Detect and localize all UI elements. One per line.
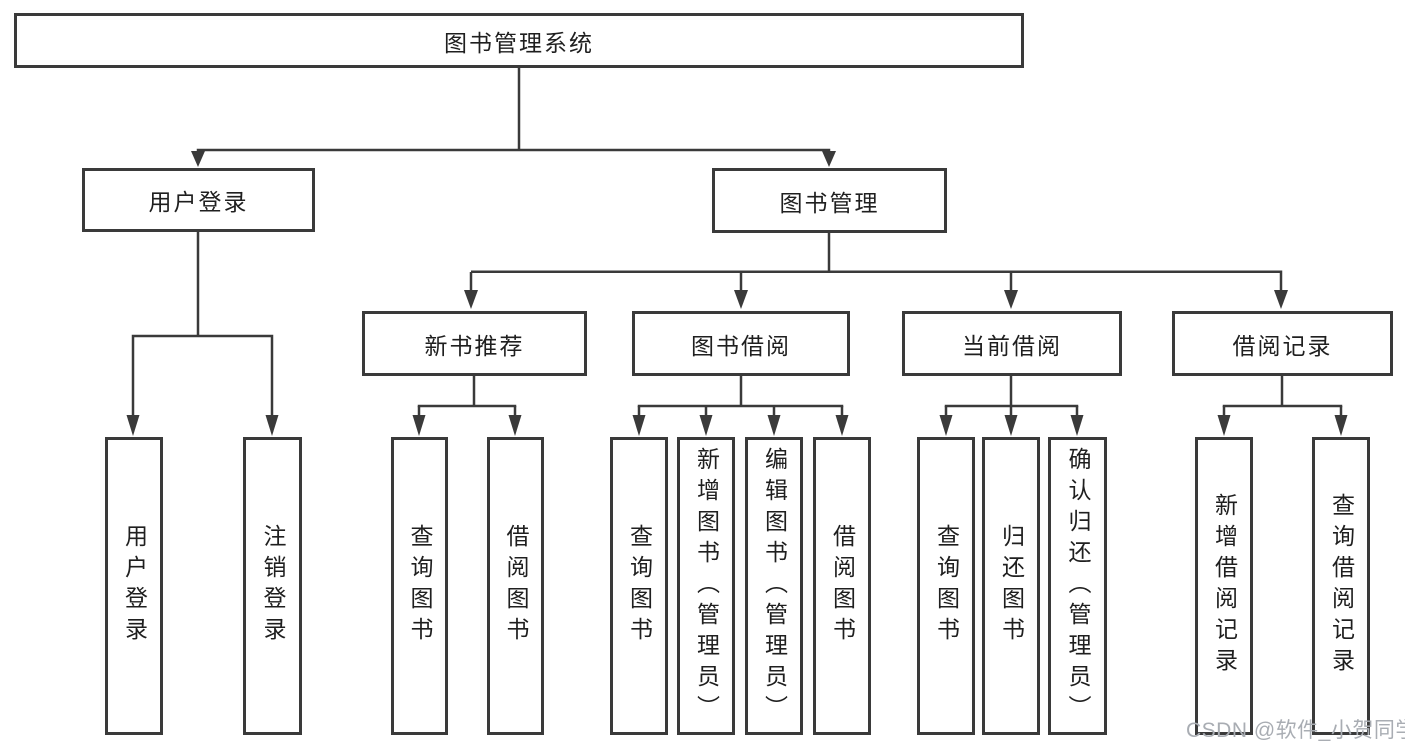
node-library-system: 图书管理系统 [14,13,1024,68]
leaf-add-borrow-record: 新增借阅记录 [1195,437,1253,735]
node-current-borrowing: 当前借阅 [902,311,1122,376]
leaf-confirm-return-admin: 确认归还（管理员） [1048,437,1107,735]
csdn-watermark: CSDN @软件_小贺同学 [1186,719,1405,742]
leaf-edit-books-admin: 编辑图书（管理员） [745,437,803,735]
leaf-query-books-recommend: 查询图书 [391,437,448,735]
node-new-book-recommendation: 新书推荐 [362,311,587,376]
node-book-borrowing: 图书借阅 [632,311,850,376]
connector-leaf-stems [417,406,1343,420]
node-user-login: 用户登录 [82,168,315,232]
leaf-add-books-admin: 新增图书（管理员） [677,437,735,735]
leaf-return-books: 归还图书 [982,437,1040,735]
leaf-borrow-books-recommend: 借阅图书 [487,437,544,735]
connector-root-to-level1 [196,68,831,153]
connector-book-mgmt-branch [469,233,1283,292]
node-borrowing-records: 借阅记录 [1172,311,1393,376]
leaf-query-books-borrowing: 查询图书 [610,437,668,735]
node-book-management: 图书管理 [712,168,947,233]
leaf-query-borrow-record: 查询借阅记录 [1312,437,1370,735]
connector-user-login-branch [131,232,274,420]
leaf-logout: 注销登录 [243,437,302,735]
connector-group-stems [472,376,1284,406]
leaf-query-books-current: 查询图书 [917,437,975,735]
leaf-borrow-books-borrowing: 借阅图书 [813,437,871,735]
leaf-user-login: 用户登录 [105,437,163,735]
